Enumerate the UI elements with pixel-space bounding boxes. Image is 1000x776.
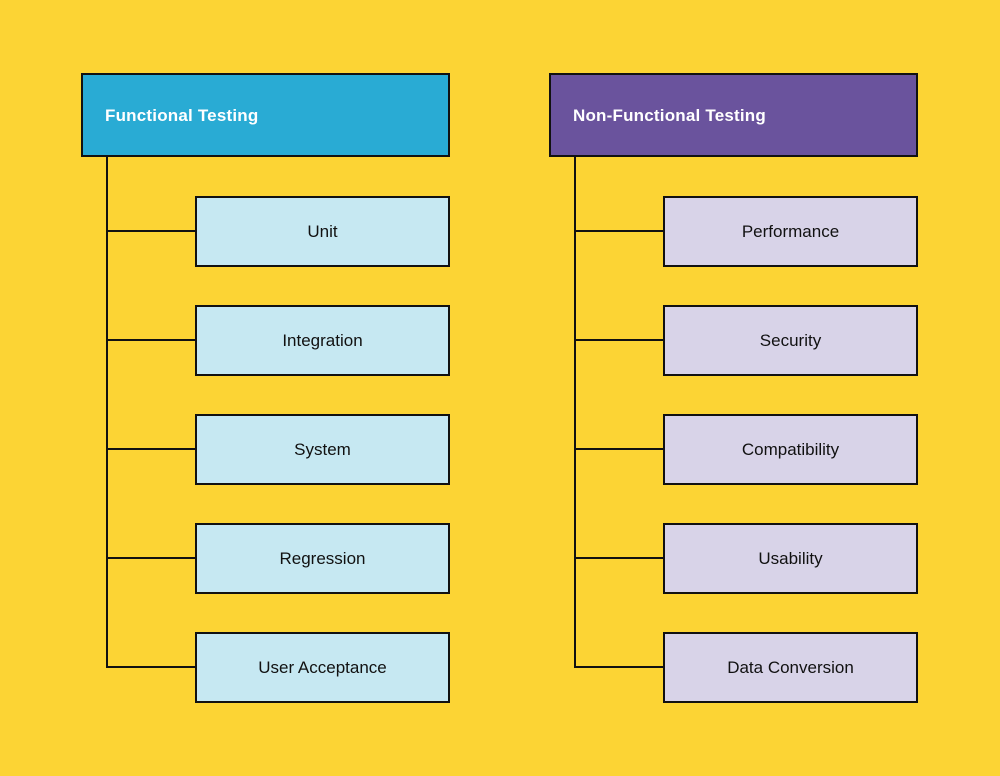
child-box-system[interactable]: System [195, 414, 450, 485]
root-box-non-functional-testing[interactable]: Non-Functional Testing [549, 73, 918, 157]
column-non-functional-testing: Non-Functional Testing Performance Secur… [508, 0, 948, 776]
connector-trunk-non-functional [574, 157, 576, 667]
connector-stub-data-conversion [574, 666, 663, 668]
root-label-non-functional-testing: Non-Functional Testing [573, 105, 766, 125]
child-label-security: Security [759, 331, 822, 350]
root-box-functional-testing[interactable]: Functional Testing [81, 73, 450, 157]
child-label-system: System [294, 440, 351, 459]
connector-stub-compatibility [574, 448, 663, 450]
column-functional-testing: Functional Testing Unit Integration Syst… [40, 0, 480, 776]
child-box-usability[interactable]: Usability [663, 523, 918, 594]
connector-stub-security [574, 339, 663, 341]
child-label-performance: Performance [741, 222, 840, 241]
connector-stub-integration [106, 339, 195, 341]
child-box-data-conversion[interactable]: Data Conversion [663, 632, 918, 703]
root-label-functional-testing: Functional Testing [105, 105, 259, 125]
child-box-compatibility[interactable]: Compatibility [663, 414, 918, 485]
child-box-unit[interactable]: Unit [195, 196, 450, 267]
child-label-user-acceptance: User Acceptance [258, 658, 387, 677]
connector-trunk-functional [106, 157, 108, 667]
connector-stub-system [106, 448, 195, 450]
connector-stub-performance [574, 230, 663, 232]
child-label-regression: Regression [279, 549, 366, 568]
connector-stub-usability [574, 557, 663, 559]
child-box-integration[interactable]: Integration [195, 305, 450, 376]
child-label-usability: Usability [758, 549, 823, 568]
child-label-integration: Integration [282, 331, 363, 350]
child-label-compatibility: Compatibility [741, 440, 840, 459]
connector-stub-regression [106, 557, 195, 559]
child-box-user-acceptance[interactable]: User Acceptance [195, 632, 450, 703]
child-box-performance[interactable]: Performance [663, 196, 918, 267]
child-label-data-conversion: Data Conversion [727, 658, 854, 677]
child-label-unit: Unit [307, 222, 338, 241]
child-box-regression[interactable]: Regression [195, 523, 450, 594]
connector-stub-unit [106, 230, 195, 232]
child-box-security[interactable]: Security [663, 305, 918, 376]
connector-stub-user-acceptance [106, 666, 195, 668]
